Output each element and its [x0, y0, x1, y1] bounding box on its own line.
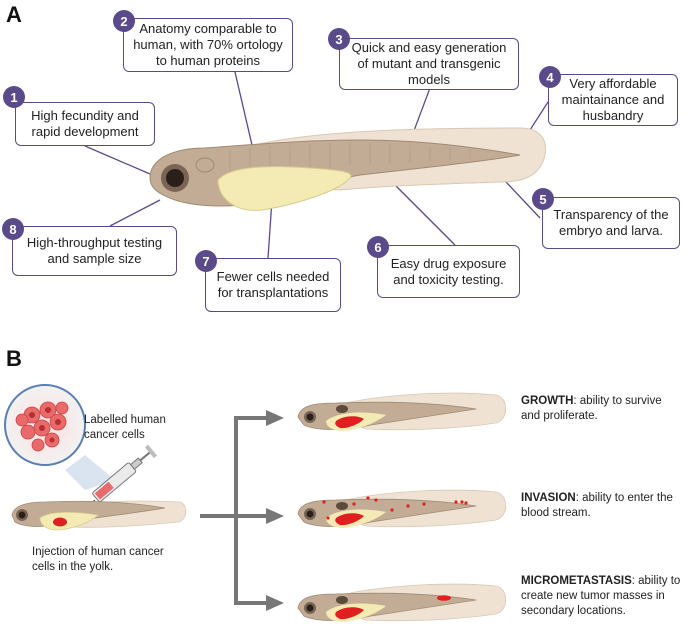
callout-6-text: Easy drug exposure and toxicity testing. [390, 255, 507, 287]
outcome-invasion-desc: : ability to enter the blood stream. [521, 492, 673, 519]
outcome-growth-title: GROWTH [521, 395, 574, 407]
larva-invasion [297, 489, 507, 528]
callout-8: High-throughput testing and sample size [12, 226, 177, 276]
callout-7: Fewer cells needed for transplantations [205, 258, 341, 312]
callout-3-text: Quick and easy generation of mutant and … [351, 40, 507, 87]
badge-2: 2 [113, 10, 135, 32]
outcome-invasion-title: INVASION [521, 492, 576, 504]
callout-2: Anatomy comparable to human, with 70% or… [123, 18, 293, 72]
cancer-cell-cluster [4, 384, 115, 490]
callout-4-text: Very affordable maintainance and husband… [561, 76, 665, 123]
callout-1: High fecundity and rapid development [15, 102, 155, 146]
outcome-growth-desc: : ability to survive and proliferate. [521, 395, 662, 422]
callout-5: Transparency of the embryo and larva. [542, 197, 680, 249]
badge-5: 5 [532, 188, 554, 210]
callout-4: Very affordable maintainance and husband… [548, 74, 678, 126]
larva-eye-pupil [166, 169, 184, 187]
injection-label: Injection of human cancer cells in the y… [32, 546, 164, 573]
badge-7: 7 [195, 250, 217, 272]
callout-6: Easy drug exposure and toxicity testing. [377, 245, 520, 298]
badge-8: 8 [2, 218, 24, 240]
outcome-micrometastasis-title: MICROMETASTASIS [521, 575, 632, 587]
larva-growth [297, 392, 507, 431]
callout-5-text: Transparency of the embryo and larva. [553, 207, 669, 238]
zebrafish-larva-large [149, 127, 547, 211]
callout-7-text: Fewer cells needed for transplantations [216, 269, 330, 300]
larva-yolk [217, 166, 352, 211]
badge-1: 1 [3, 86, 25, 108]
callout-1-text: High fecundity and rapid development [31, 108, 139, 139]
larva-micrometastasis [297, 583, 507, 622]
arrow-heads [266, 410, 284, 611]
badge-6: 6 [367, 236, 389, 258]
outcome-invasion: INVASION: ability to enter the blood str… [521, 491, 683, 521]
outcome-growth: GROWTH: ability to survive and prolifera… [521, 394, 683, 424]
badge-4: 4 [539, 66, 561, 88]
callout-2-text: Anatomy comparable to human, with 70% or… [133, 21, 283, 68]
outcome-micrometastasis: MICROMETASTASIS: ability to create new t… [521, 574, 683, 619]
badge-3: 3 [328, 28, 350, 50]
callout-3: Quick and easy generation of mutant and … [339, 38, 519, 90]
callout-8-text: High-throughput testing and sample size [26, 235, 163, 266]
branch-arrows [200, 416, 268, 605]
zebrafish-larva-injected [11, 500, 187, 531]
panel-a-letter: A [6, 2, 22, 27]
outcome-micrometastasis-desc: : ability to create new tumor masses in … [521, 575, 681, 617]
panel-b-letter: B [6, 346, 22, 371]
labelled-cells-label: Labelled human cancer cells [84, 414, 166, 441]
